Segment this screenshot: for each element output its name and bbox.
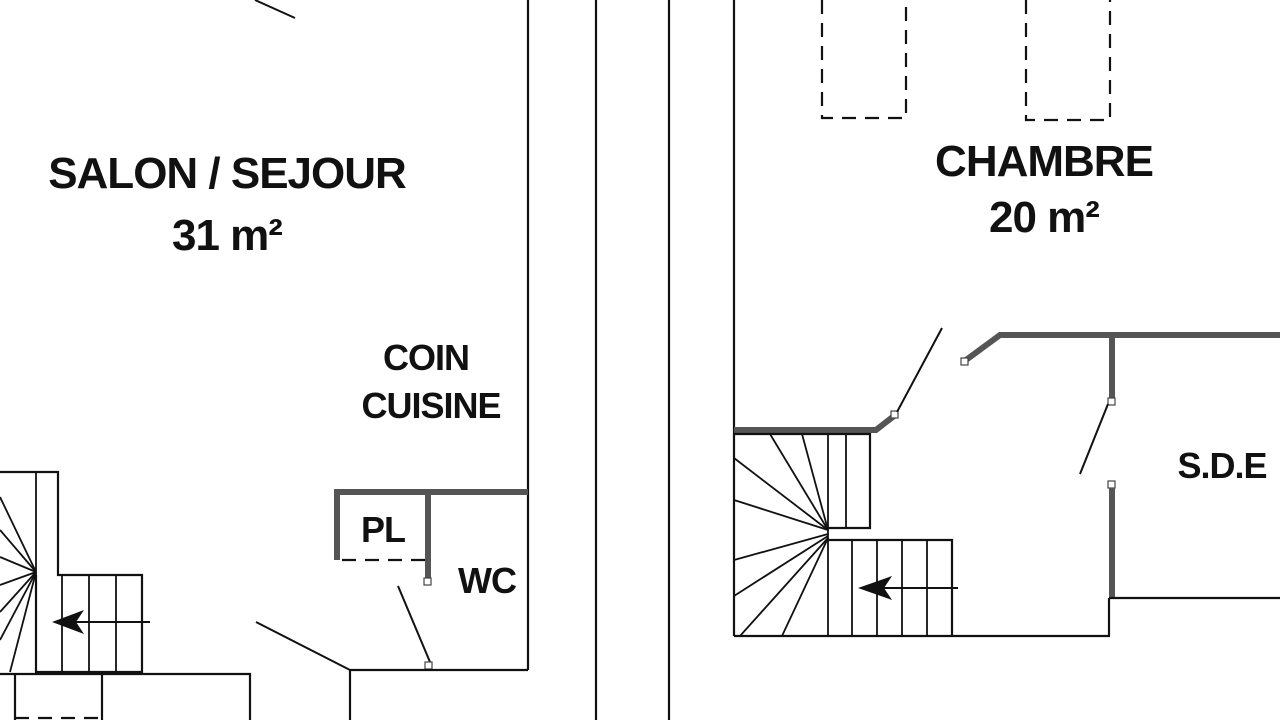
bedroom-door-hinge [890,410,899,419]
right-stair-upper-outline [734,432,872,530]
left-stair-winder [0,571,37,641]
right-stair-winder [733,533,829,561]
bedroom-door-leaf [896,327,943,413]
left-plan [0,0,598,720]
wc-door-hinge [424,661,433,670]
left-stair-arrow-icon [52,610,84,634]
chambre-name-label: CHAMBRE [935,137,1153,186]
sde-door-leaf [1079,403,1109,475]
left-stair-winder [0,571,37,613]
sde-top-partition [964,332,1280,363]
right-stair-winder [733,499,829,531]
wc-door-leaf [397,585,431,663]
placard-label: PL [361,509,405,550]
skylight [1024,0,1112,122]
placard-partition [334,489,528,560]
right-stair-winder [801,433,829,531]
left-stair-winder [0,496,37,573]
sde-door-hinge [1107,397,1116,406]
right-stair-winder [733,457,829,531]
coin-cuisine-label-line1: COIN [383,337,469,378]
top-door-swing [254,0,296,19]
sde-partition-lower-end [1107,480,1116,489]
stair-top-partition [734,413,896,433]
landing-partition-end [960,357,969,366]
sde-label: S.D.E [1177,445,1266,486]
left-staircase [0,470,150,674]
wc-label: WC [458,560,517,601]
wc-partition-end [423,577,432,586]
right-stair-winder [769,433,829,531]
left-stair-winder [0,556,37,573]
right-stair-winder [739,537,829,637]
skylight [820,0,908,120]
left-stair-outline [0,470,144,674]
left-stair-winder [0,529,37,573]
entry-door-leaf [255,621,351,671]
salon-area-label: 31 m² [172,211,282,260]
right-stair-lower-outline [828,538,954,636]
right-plan [667,0,1280,720]
right-staircase [733,432,958,637]
right-stair-arrow-icon [858,576,892,600]
lower-left-wall [0,672,252,720]
coin-cuisine-label-line2: CUISINE [361,385,500,426]
chambre-area-label: 20 m² [989,193,1099,242]
left-stair-winder [0,571,37,586]
right-stair-winder [733,535,829,597]
salon-name-label: SALON / SEJOUR [48,149,406,198]
left-stair-winder [9,571,37,673]
right-stair-winder [781,537,829,637]
